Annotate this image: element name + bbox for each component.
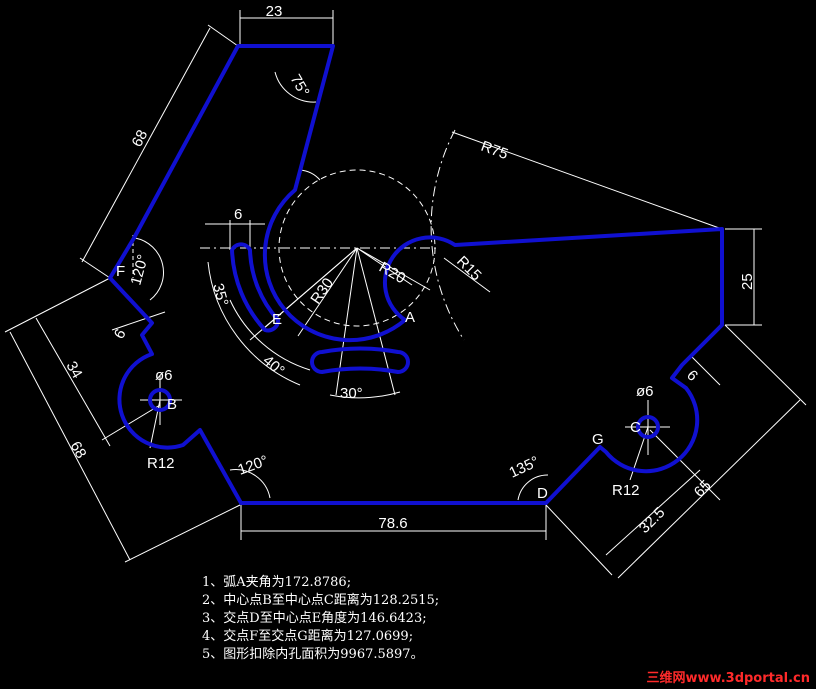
dim-text-hole-b-dia: ø6 [155,367,173,384]
arc-75-dim [299,169,321,181]
arc-75-dim-2 [274,71,317,103]
dim-68-ext-bottom [79,257,111,279]
arc-135 [517,474,549,501]
part-outline [108,44,724,505]
dim-text-23: 23 [266,3,283,20]
dim-68-ext-bottom-outer [124,504,241,563]
dim-34-ext [101,404,161,441]
slot-e [230,242,280,333]
dim-text-r75: R75 [479,138,511,163]
hole-c [636,415,660,439]
dim-6-left [111,311,166,331]
r15-leader [443,257,491,293]
dim-text-r30: R30 [307,275,337,307]
arc-30-dim [329,391,401,399]
r75-leader [451,131,723,230]
dim-6-right [689,354,721,386]
note-3: 3、交点D至中心点E角度为146.6423; [202,611,427,626]
point-label-f: F [116,263,125,280]
dim-text-r20: R20 [376,259,408,287]
dim-text-6-right: 6 [683,367,701,385]
outer-contour [108,44,724,505]
note-2: 2、中心点B至中心点C距离为128.2515; [202,593,440,608]
dim-text-32-5: 32.5 [636,504,669,537]
watermark: 三维网www.3dportal.cn [646,671,810,686]
radius-line-e [249,247,358,341]
dim-text-65: 65 [691,477,715,501]
note-5: 5、图形扣除内孔面积为9967.5897。 [202,647,424,662]
hole-b [148,388,172,412]
dim-text-40: 40° [259,352,287,380]
dim-text-120-f: 120° [127,253,151,287]
dim-text-35: 35° [209,282,231,308]
dim-text-68-upper: 68 [129,127,152,150]
arc-120-f [134,237,164,301]
radius-line-20 [356,247,413,286]
arc-35-dim [207,261,301,386]
point-label-d: D [537,485,548,502]
point-label-e: E [272,311,282,328]
slot-bottom [310,346,410,374]
dim-text-slot-6: 6 [234,206,242,223]
dim-65-ext-top [724,324,807,406]
point-label-g: G [592,431,604,448]
note-1: 1、弧A夹角为172.8786; [202,575,352,590]
dim-65-ext-bottom [545,504,613,576]
point-label-b: B [167,396,177,413]
radius-line-30 [297,247,358,337]
note-4: 4、交点F至交点G距离为127.0699; [202,629,414,644]
point-label-c: C [630,419,641,436]
dim-text-hole-b-r12: R12 [147,455,175,472]
dim-text-120-bottom: 120° [236,452,271,479]
dim-text-6-left: 6 [111,326,130,342]
angle-line-left [335,247,358,396]
dim-68-line-outer [9,331,131,561]
dim-left-ext-f [4,277,111,333]
dim-text-75: 75° [287,72,313,100]
arc-120-bottom [229,469,271,499]
dim-68-ext-top [207,24,239,47]
dim-text-30: 30° [340,385,363,402]
dim-text-68-outer: 68 [67,439,90,462]
notes-block: 1、弧A夹角为172.8786; 2、中心点B至中心点C距离为128.2515;… [202,574,439,664]
arc-40-dim [229,299,311,371]
dim-text-25: 25 [739,273,756,290]
construction-lines [4,10,807,579]
dim-68-line-upper [81,27,211,263]
r20-leader [356,247,431,291]
dim-text-hole-c-r12: R12 [612,482,640,499]
point-label-a: A [405,309,415,326]
dim-text-r15: R15 [453,253,484,284]
dim-32-ext [649,429,721,501]
dim-text-hole-c-dia: ø6 [636,383,654,400]
arc-r75-construction [430,129,465,341]
dim-text-34: 34 [63,359,86,382]
dim-32-line [605,469,701,556]
dim-text-78-6: 78.6 [378,515,407,532]
dim-34-line [35,317,111,447]
